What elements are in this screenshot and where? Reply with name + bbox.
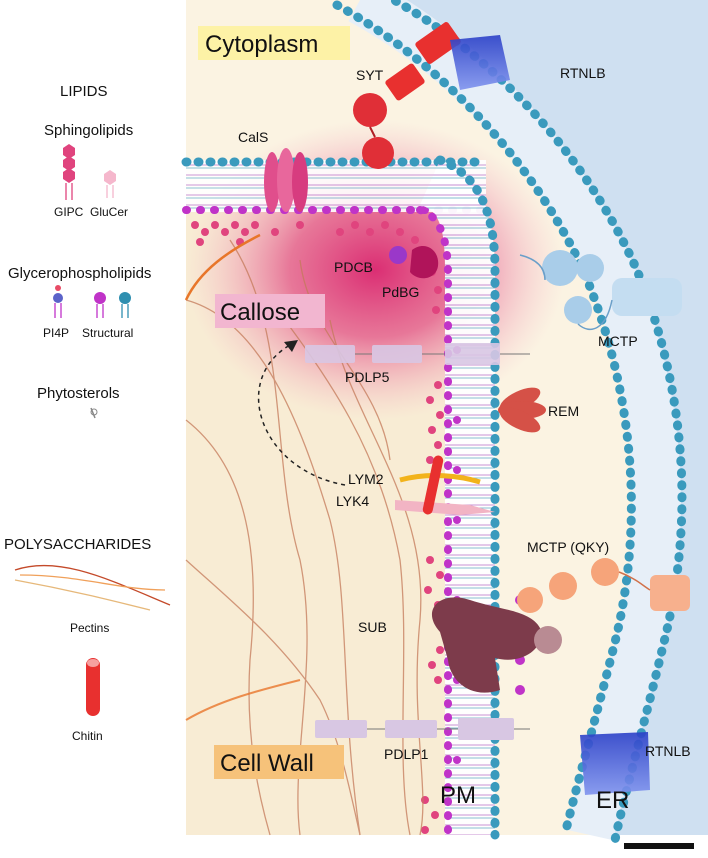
structural-label: Structural (82, 326, 133, 340)
pectin-icon (14, 564, 171, 611)
cals-label: CalS (238, 129, 268, 145)
pdlp1-protein (315, 718, 530, 740)
polysaccharides-heading: POLYSACCHARIDES (4, 536, 151, 553)
pdlp5-protein (305, 343, 530, 365)
chitin-icon (86, 658, 100, 716)
lyk4-protein (395, 500, 495, 515)
sub-label: SUB (358, 619, 387, 635)
cell-wall-label: Cell Wall (220, 750, 314, 777)
phytosterol-icon (90, 407, 98, 419)
cytoplasm-tag (198, 26, 350, 60)
syt-label: SYT (356, 67, 384, 83)
gipc-icon (63, 144, 75, 200)
pm-label: PM (440, 782, 476, 809)
sub-protein (431, 597, 562, 693)
glycerophospholipids-heading: Glycerophospholipids (8, 265, 151, 282)
structural-lipid-icon (94, 292, 131, 318)
rtnlb-top-protein (450, 35, 510, 90)
rtnlb-bottom-protein (580, 732, 650, 795)
pdcb-protein (389, 246, 407, 264)
rtnlb-top-label: RTNLB (560, 65, 606, 81)
lipids-heading: LIPIDS (60, 83, 108, 100)
er-membrane-inner-heads (332, 0, 636, 835)
lyk4-label: LYK4 (336, 493, 369, 509)
glucer-icon (104, 170, 116, 198)
pdbg-label: PdBG (382, 284, 419, 300)
cals-protein (264, 148, 308, 212)
gipc-label: GIPC (54, 205, 84, 219)
syt-protein (353, 22, 461, 169)
scale-bar (624, 843, 694, 849)
rtnlb-bottom-label: RTNLB (645, 743, 691, 759)
callose-tag (215, 294, 325, 328)
rem-label: REM (548, 403, 579, 419)
lym2-protein (399, 473, 481, 485)
pi4p-label: PI4P (43, 326, 69, 340)
chitin-label: Chitin (72, 729, 103, 743)
er-membrane (348, 0, 681, 841)
glucer-label: GluCer (90, 205, 128, 219)
er-label: ER (596, 787, 629, 814)
cellwall-tag (214, 745, 344, 779)
callose-label: Callose (220, 299, 300, 326)
er-membrane-outer-heads (384, 0, 687, 845)
pdcb-label: PDCB (334, 259, 373, 275)
pdlp1-label: PDLP1 (384, 746, 429, 762)
chitin-fibre (422, 455, 444, 515)
pdlp5-label: PDLP5 (345, 369, 390, 385)
sphingolipids-heading: Sphingolipids (44, 122, 133, 139)
pdbg-protein (410, 245, 439, 279)
lym2-label: LYM2 (348, 471, 384, 487)
cytoplasm-label: Cytoplasm (205, 31, 318, 58)
mctp-protein (519, 250, 682, 330)
pectins-label: Pectins (70, 621, 109, 635)
mctp-qky-label: MCTP (QKY) (527, 539, 609, 555)
mctp-label: MCTP (598, 333, 638, 349)
phytosterols-heading: Phytosterols (37, 385, 120, 402)
callose-arrow (257, 344, 346, 486)
er-lumen (360, 0, 708, 835)
mctp-qky-protein (517, 558, 690, 613)
pi4p-icon (53, 285, 63, 318)
rem-protein (498, 387, 546, 433)
